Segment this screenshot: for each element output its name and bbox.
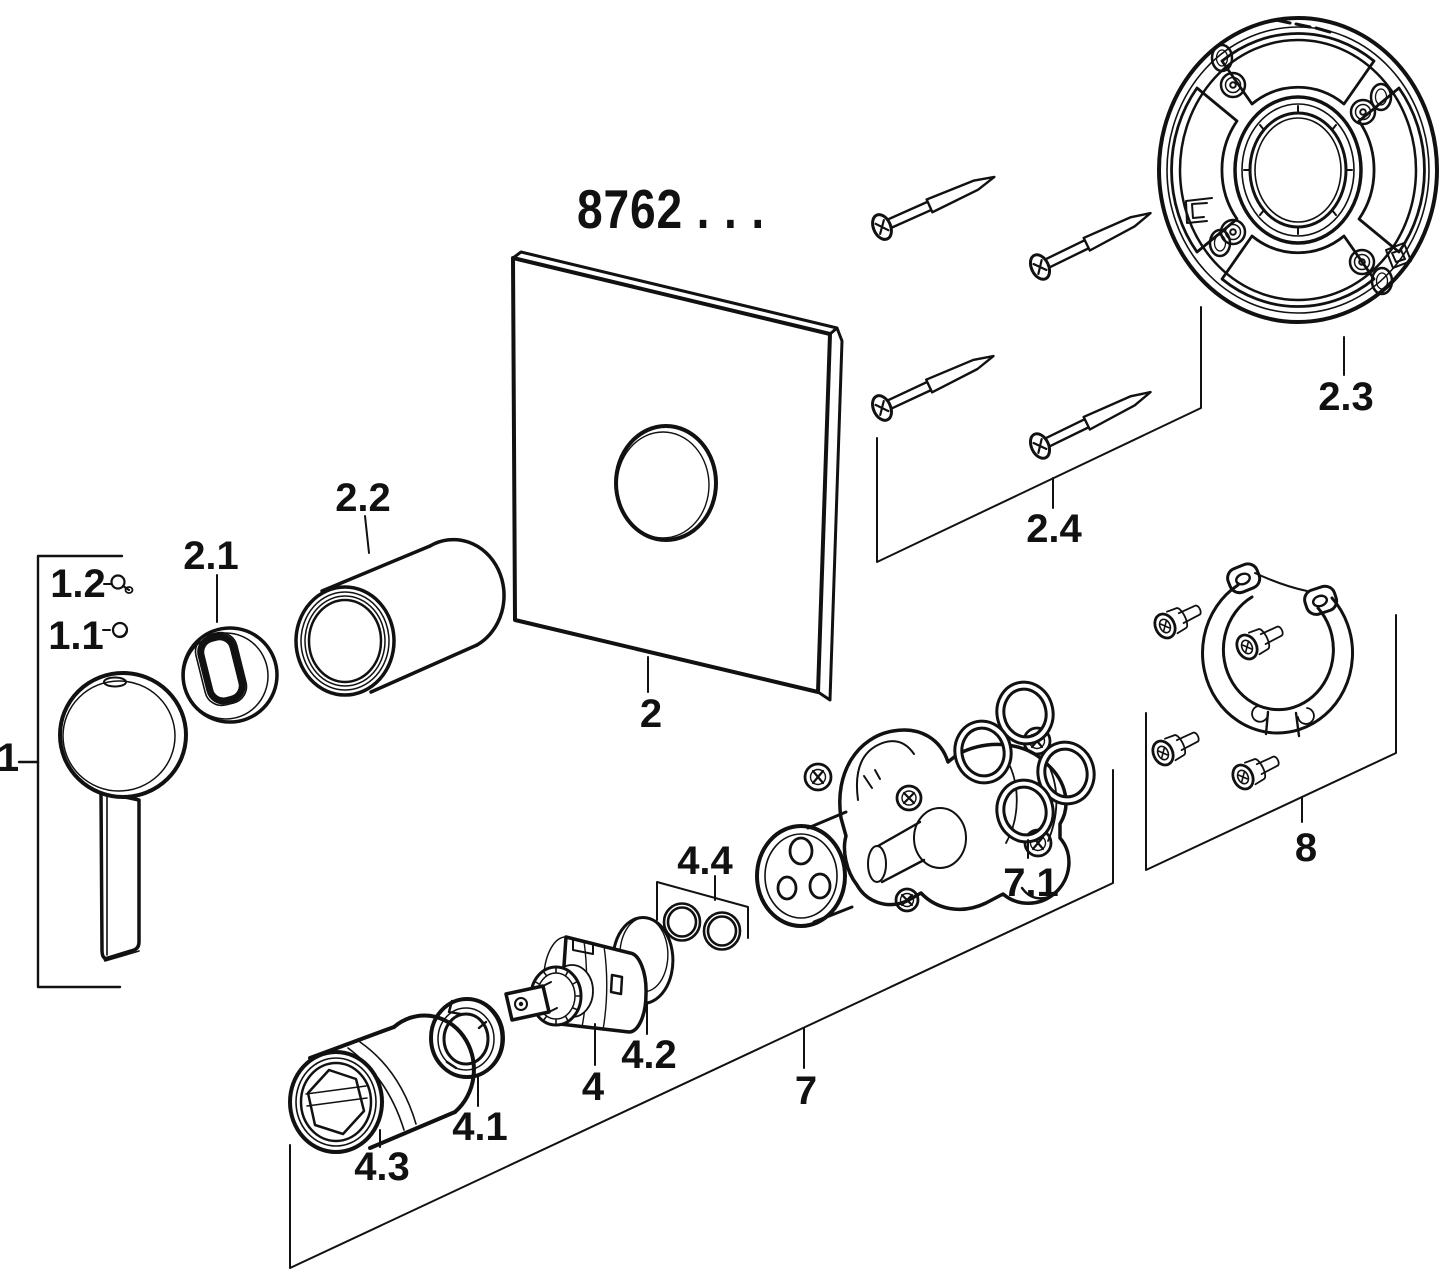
part-label-4: 4 [582,1065,605,1109]
wood-screw-icon [871,354,995,422]
socket-screw-icon [1235,625,1284,661]
socket-screw-icon [1151,731,1200,767]
bracket-2-4 [876,306,1202,563]
part-group-7-1: 7.1 [953,680,1096,905]
part-group-1-1: 1.1 [48,614,129,658]
part-label-1-2: 1.2 [50,562,106,606]
bracket-1 [36,554,124,989]
part-group-2-1: 2.1 [181,534,279,724]
part-group-4-1: 4.1 [429,997,508,1149]
part-group-2-2: 2.2 [294,476,506,697]
cartridge-drawing [504,935,648,1034]
part-group-4-3: 4.3 [288,1013,476,1189]
part-label-4-2: 4.2 [621,1033,677,1077]
handle-escutcheon-drawing [181,626,279,724]
part-label-1: 1 [0,736,19,780]
spacer-ring-drawing [611,916,675,1005]
bracket-7 [289,769,1114,1269]
part-label-7-1: 7.1 [1003,861,1059,905]
grub-screw-icon [110,574,134,594]
part-group-7: 7 [289,726,1114,1269]
part-group-2-4: 2.4 [871,175,1202,563]
wood-screw-icon [1028,390,1152,460]
bracket-4-4 [656,881,749,939]
part-label-1-1: 1.1 [48,614,104,658]
cartridge-nut-drawing [288,1013,476,1154]
part-label-2-4: 2.4 [1026,507,1082,551]
sleeve-drawing [294,537,506,697]
part-group-2: 2 [511,250,844,736]
small-o-ring-icon [662,902,742,951]
mounting-flange-drawing [1157,16,1439,324]
part-group-8: 8 [1145,562,1397,871]
model-number-title: 8762 . . . [577,178,765,240]
wood-screw-icon [1028,211,1152,281]
part-label-8: 8 [1295,826,1317,870]
part-group-4-4: 4.4 [656,839,749,951]
part-label-2: 2 [640,692,662,736]
valve-body-drawing [755,726,1071,928]
part-label-4-3: 4.3 [354,1145,410,1189]
retainer-clip-drawing [1201,562,1355,738]
part-label-2-1: 2.1 [183,534,239,578]
lever-handle-drawing [58,671,188,962]
wood-screw-icon [871,175,996,241]
socket-screw-icon [1153,604,1202,640]
valve-front-port [755,810,854,928]
part-group-1: 1 [0,554,188,989]
part-group-1-2: 1.2 [50,562,134,606]
part-label-2-2: 2.2 [335,476,391,520]
leader-2-2 [364,515,370,554]
o-ring-icon [953,680,1096,844]
part-label-7: 7 [795,1069,817,1113]
plug-icon [111,621,129,639]
part-label-4-1: 4.1 [452,1105,508,1149]
flange-boss [1219,71,1377,276]
part-group-2-3: 2.3 [1157,16,1439,419]
socket-screw-icon [1231,755,1280,791]
flange-hole [1208,43,1394,296]
part-label-4-4: 4.4 [677,839,733,883]
part-group-4: 4 [504,935,648,1109]
wall-plate-drawing [511,250,844,702]
part-group-4-2: 4.2 [611,916,677,1077]
part-label-2-3: 2.3 [1318,375,1374,419]
bracket-8 [1145,614,1397,871]
